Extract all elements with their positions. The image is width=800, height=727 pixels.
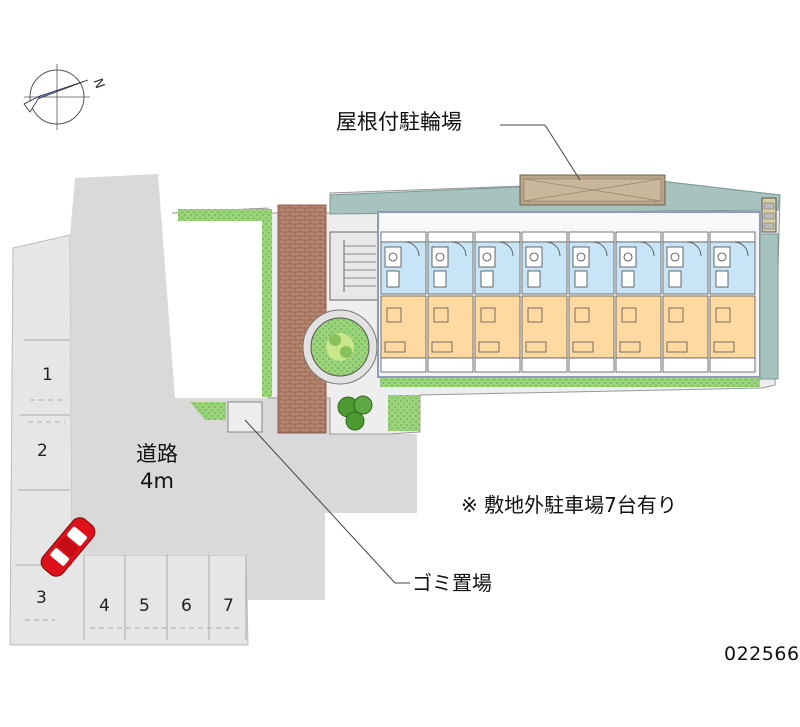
apartment-unit bbox=[615, 231, 662, 373]
road-name: 道路 bbox=[136, 442, 178, 466]
parking-space-7: 7 bbox=[223, 596, 234, 616]
parking-space-6: 6 bbox=[181, 596, 192, 616]
apartment-unit bbox=[427, 231, 474, 373]
parking-lot-lines bbox=[15, 339, 247, 640]
shrubs bbox=[337, 395, 373, 431]
road-label: 道路 4m bbox=[136, 441, 178, 495]
corridor bbox=[380, 214, 758, 232]
bike-shelter bbox=[519, 174, 666, 206]
apartment-unit bbox=[568, 231, 615, 373]
garbage-area-box bbox=[227, 401, 263, 433]
car-icon bbox=[40, 517, 96, 577]
apartment-unit bbox=[662, 231, 709, 373]
garbage-leader bbox=[244, 419, 410, 584]
staircase bbox=[329, 231, 379, 301]
apartment-unit bbox=[474, 231, 521, 373]
building-end-wall bbox=[759, 233, 779, 380]
grass-strip-bottom bbox=[190, 402, 226, 420]
offsite-parking-note: ※ 敷地外駐車場7台有り bbox=[461, 493, 677, 517]
road bbox=[70, 174, 417, 600]
apartment-units bbox=[380, 231, 756, 373]
apartment-unit bbox=[521, 231, 568, 373]
road-width: 4m bbox=[140, 469, 174, 493]
grass-strip-top bbox=[178, 209, 264, 221]
grass-strip-lower bbox=[388, 395, 420, 431]
round-planter bbox=[302, 309, 378, 385]
apartment-unit bbox=[709, 231, 756, 373]
garbage-area-label: ゴミ置場 bbox=[412, 571, 492, 595]
parking-space-1: 1 bbox=[42, 365, 53, 385]
apartment-unit bbox=[380, 231, 427, 373]
bike-shelter-label: 屋根付駐輪場 bbox=[336, 110, 462, 134]
north-label: N bbox=[89, 77, 106, 91]
parking-space-5: 5 bbox=[139, 596, 150, 616]
compass-icon bbox=[23, 64, 90, 130]
parking-space-2: 2 bbox=[37, 441, 48, 461]
parking-space-3: 3 bbox=[36, 588, 47, 608]
parking-space-4: 4 bbox=[99, 596, 110, 616]
map-code: 022566 bbox=[724, 643, 800, 665]
grass-strip-side bbox=[262, 209, 272, 397]
